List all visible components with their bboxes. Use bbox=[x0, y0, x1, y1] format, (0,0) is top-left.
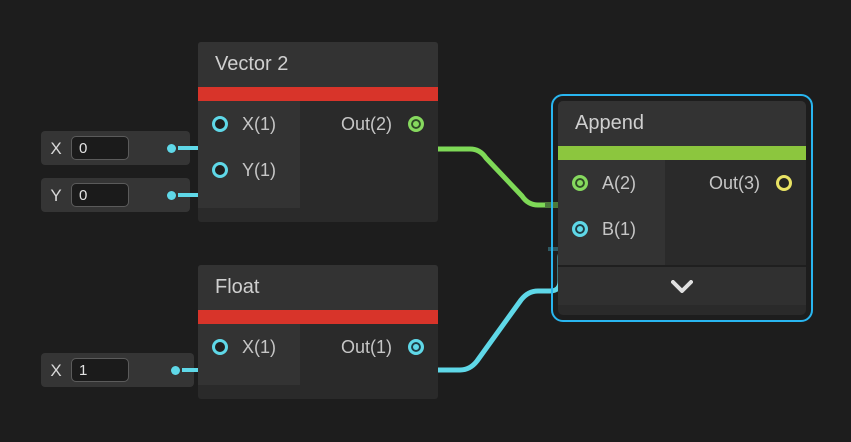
connection-vector2-out-to-append-a[interactable] bbox=[429, 146, 569, 208]
port-append-a-in[interactable] bbox=[572, 175, 588, 191]
node-body-float: X(1) Out(1) bbox=[198, 324, 438, 385]
port-row-float-x-in[interactable]: X(1) bbox=[198, 324, 300, 370]
port-row-vector2-out[interactable]: Out(2) bbox=[300, 101, 438, 147]
node-accent-bar-float bbox=[198, 310, 438, 324]
port-label-vector2-out: Out(2) bbox=[340, 114, 392, 134]
port-label-float-x-in: X(1) bbox=[242, 337, 277, 357]
port-row-vector2-x-in[interactable]: X(1) bbox=[198, 101, 300, 147]
property-label-vector2-x: X bbox=[50, 138, 62, 158]
node-append-selection-outline[interactable]: Append A(2) B(1) Out(3) bbox=[551, 94, 813, 322]
property-label-float-x: X bbox=[50, 360, 62, 380]
property-port-dot-vector2-x[interactable] bbox=[167, 143, 176, 153]
node-body-vector2: X(1) Y(1) Out(2) bbox=[198, 101, 438, 208]
port-float-x-in[interactable] bbox=[212, 339, 228, 355]
property-input-vector2-x[interactable] bbox=[71, 136, 129, 160]
node-outputs-float: Out(1) bbox=[300, 324, 438, 385]
port-label-append-a-in: A(2) bbox=[602, 173, 637, 193]
port-label-vector2-y-in: Y(1) bbox=[242, 160, 277, 180]
node-outputs-vector2: Out(2) bbox=[300, 101, 438, 208]
port-label-vector2-x-in: X(1) bbox=[242, 114, 277, 134]
node-inputs-vector2: X(1) Y(1) bbox=[198, 101, 300, 208]
port-float-out[interactable] bbox=[408, 339, 424, 355]
port-row-vector2-y-in[interactable]: Y(1) bbox=[198, 147, 300, 193]
node-vector2[interactable]: Vector 2 X(1) Y(1) Out(2) bbox=[198, 42, 438, 222]
port-row-float-out[interactable]: Out(1) bbox=[300, 324, 438, 370]
port-vector2-x-in[interactable] bbox=[212, 116, 228, 132]
chevron-down-icon[interactable] bbox=[671, 279, 693, 293]
property-port-dot-vector2-y[interactable] bbox=[167, 190, 176, 200]
port-vector2-out[interactable] bbox=[408, 116, 424, 132]
port-append-b-in[interactable] bbox=[572, 221, 588, 237]
port-row-append-b-in[interactable]: B(1) bbox=[558, 206, 665, 252]
node-title-append[interactable]: Append bbox=[558, 101, 806, 146]
property-row-vector2-y[interactable]: Y bbox=[41, 178, 190, 212]
port-append-out[interactable] bbox=[776, 175, 792, 191]
port-label-append-b-in: B(1) bbox=[602, 219, 637, 239]
node-accent-bar-vector2 bbox=[198, 87, 438, 101]
property-input-vector2-y[interactable] bbox=[71, 183, 129, 207]
node-inputs-float: X(1) bbox=[198, 324, 300, 385]
port-row-append-a-in[interactable]: A(2) bbox=[558, 160, 665, 206]
property-input-float-x[interactable] bbox=[71, 358, 129, 382]
port-vector2-y-in[interactable] bbox=[212, 162, 228, 178]
node-float[interactable]: Float X(1) Out(1) bbox=[198, 265, 438, 399]
node-title-vector2[interactable]: Vector 2 bbox=[198, 42, 438, 87]
node-outputs-append: Out(3) bbox=[665, 160, 806, 265]
node-title-float[interactable]: Float bbox=[198, 265, 438, 310]
port-label-float-out: Out(1) bbox=[340, 337, 392, 357]
node-body-append: A(2) B(1) Out(3) bbox=[558, 160, 806, 265]
property-row-float-x[interactable]: X bbox=[41, 353, 194, 387]
property-row-vector2-x[interactable]: X bbox=[41, 131, 190, 165]
port-row-append-out[interactable]: Out(3) bbox=[665, 160, 806, 206]
node-append[interactable]: Append A(2) B(1) Out(3) bbox=[558, 101, 806, 315]
node-collapse-bar-append[interactable] bbox=[558, 265, 806, 305]
node-inputs-append: A(2) B(1) bbox=[558, 160, 665, 265]
node-accent-bar-append bbox=[558, 146, 806, 160]
property-label-vector2-y: Y bbox=[50, 185, 62, 205]
port-label-append-out: Out(3) bbox=[708, 173, 760, 193]
property-port-dot-float-x[interactable] bbox=[171, 365, 180, 375]
